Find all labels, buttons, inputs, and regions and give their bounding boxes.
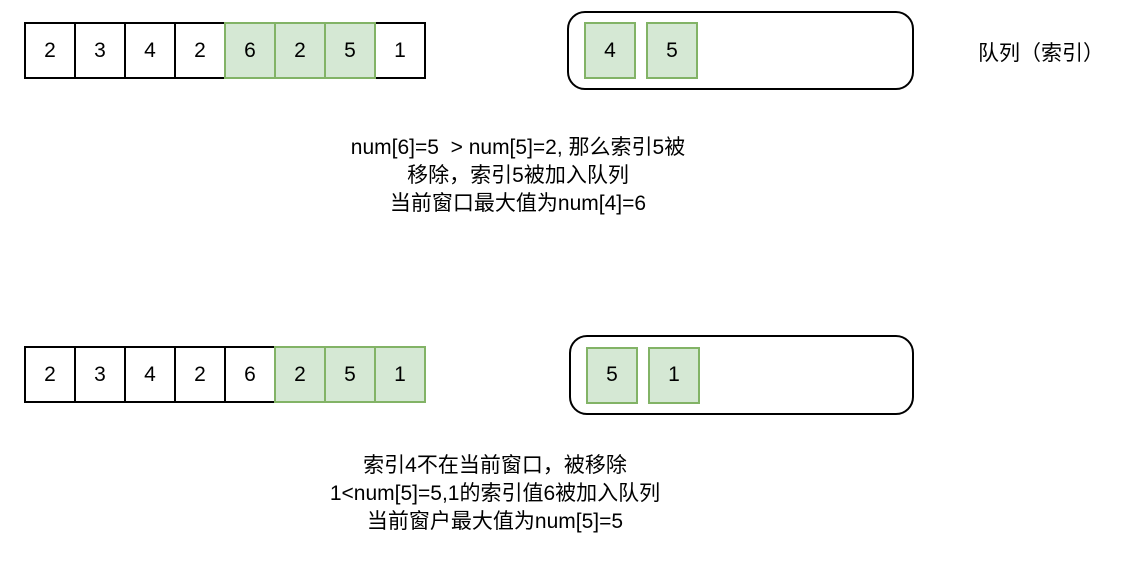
array-cell: 2 [274,22,326,79]
queue-cell: 5 [646,22,698,79]
array-cell: 3 [74,346,126,403]
array-cell: 1 [374,346,426,403]
array-cell: 4 [124,22,176,79]
array-cell: 2 [24,346,76,403]
array-cell: 1 [374,22,426,79]
array-cell: 2 [24,22,76,79]
caption-step-2: 索引4不在当前窗口，被移除 1<num[5]=5,1的索引值6被加入队列 当前窗… [195,452,795,536]
array-row-2: 2 3 4 2 6 2 5 1 [24,346,426,403]
array-cell: 2 [174,346,226,403]
array-cell: 5 [324,346,376,403]
array-cell: 2 [274,346,326,403]
array-cell: 6 [224,22,276,79]
caption-line: 索引4不在当前窗口，被移除 [363,454,627,477]
array-cell: 6 [224,346,276,403]
array-cell: 2 [174,22,226,79]
array-cell: 3 [74,22,126,79]
array-cell: 4 [124,346,176,403]
array-row-1: 2 3 4 2 6 2 5 1 [24,22,426,79]
caption-line: 当前窗户最大值为num[5]=5 [366,510,624,533]
caption-line: 当前窗口最大值为num[4]=6 [389,192,647,215]
caption-step-1: num[6]=5 > num[5]=2, 那么索引5被 移除，索引5被加入队列 … [218,134,818,218]
queue-cell: 4 [584,22,636,79]
queue-box-1: 4 5 [567,11,914,90]
caption-line: num[6]=5 > num[5]=2, 那么索引5被 [350,136,686,159]
queue-cell: 1 [648,346,700,404]
queue-label: 队列（索引） [978,42,1104,65]
queue-box-2: 5 1 [569,335,914,415]
caption-line: 1<num[5]=5,1的索引值6被加入队列 [329,482,661,505]
array-cell: 5 [324,22,376,79]
queue-cell: 5 [586,346,638,404]
caption-line: 移除，索引5被加入队列 [407,164,629,187]
